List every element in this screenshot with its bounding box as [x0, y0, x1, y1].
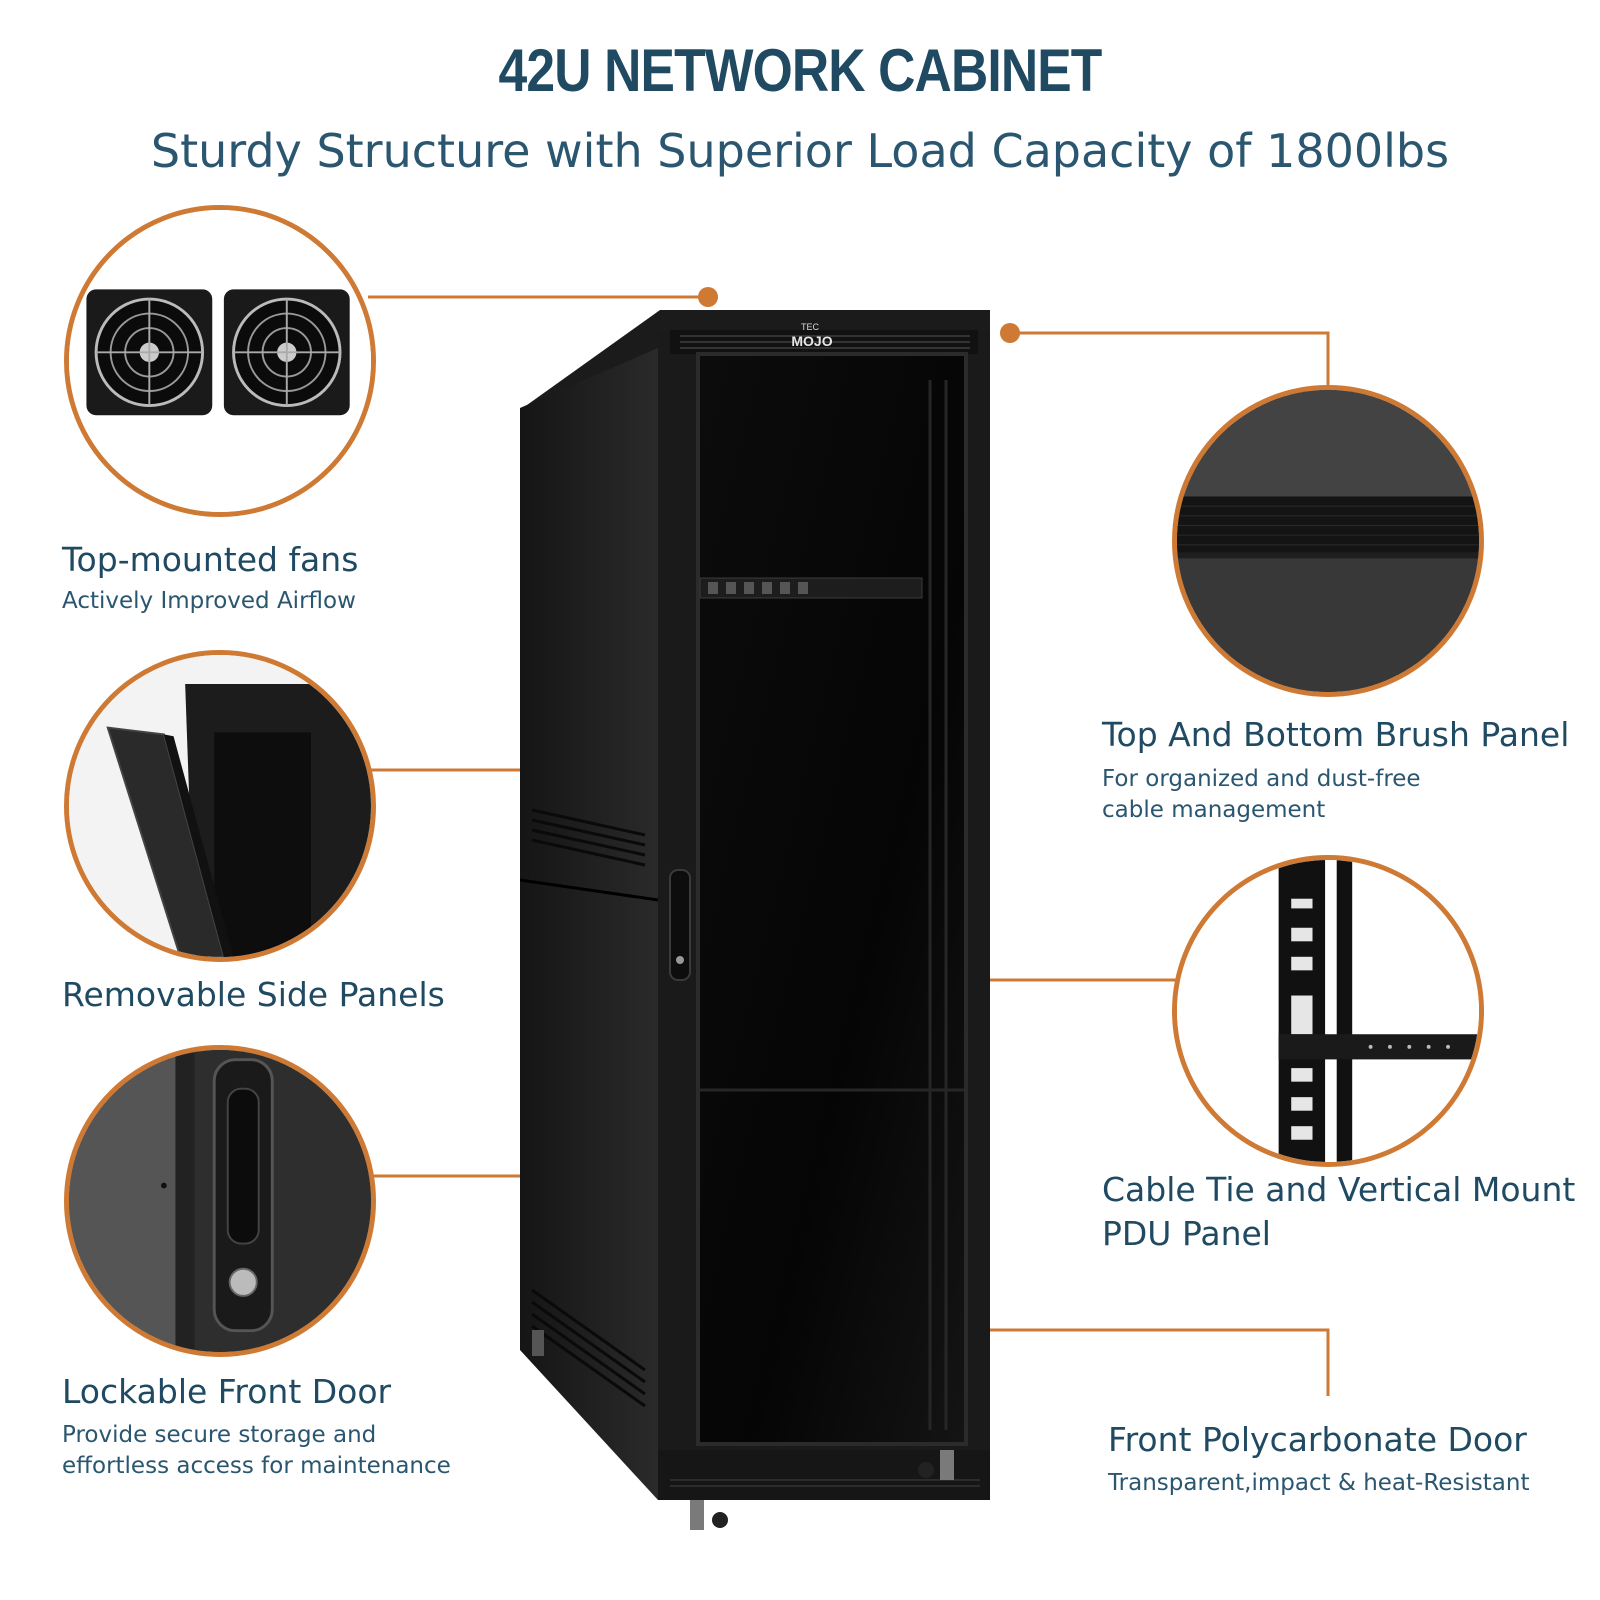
- side-panel-callout-circle: [64, 650, 376, 962]
- fan-icon: [69, 210, 371, 512]
- brush-callout-circle: [1172, 385, 1484, 697]
- logo-main-text: MOJO: [791, 333, 832, 349]
- brush-feature-desc: For organized and dust-free cable manage…: [1102, 766, 1421, 823]
- logo-small-text: TEC: [801, 322, 820, 332]
- pdu-callout-circle: [1172, 855, 1484, 1167]
- side-panel-icon: [69, 655, 371, 957]
- brush-panel-icon: [1177, 390, 1479, 692]
- lock-callout-circle: [64, 1045, 376, 1357]
- brush-feature-title: Top And Bottom Brush Panel: [1102, 715, 1570, 754]
- pdu-rail-icon: [1177, 860, 1479, 1162]
- side-panels-feature-title: Removable Side Panels: [62, 975, 445, 1014]
- cabinet-illustration: TEC MOJO: [520, 310, 990, 1530]
- fans-feature-desc: Actively Improved Airflow: [62, 588, 356, 614]
- door-feature-title: Front Polycarbonate Door: [1108, 1420, 1527, 1459]
- pdu-feature-title: Cable Tie and Vertical Mount PDU Panel: [1102, 1170, 1576, 1253]
- page-subtitle: Sturdy Structure with Superior Load Capa…: [150, 124, 1450, 178]
- door-feature-desc: Transparent,impact & heat-Resistant: [1108, 1470, 1530, 1496]
- fans-feature-title: Top-mounted fans: [62, 540, 359, 579]
- lock-feature-title: Lockable Front Door: [62, 1372, 392, 1411]
- lock-handle-icon: [69, 1050, 371, 1352]
- page-title: 42U NETWORK CABINET: [498, 37, 1103, 104]
- lock-feature-desc: Provide secure storage and effortless ac…: [62, 1422, 451, 1479]
- fans-callout-circle: [64, 205, 376, 517]
